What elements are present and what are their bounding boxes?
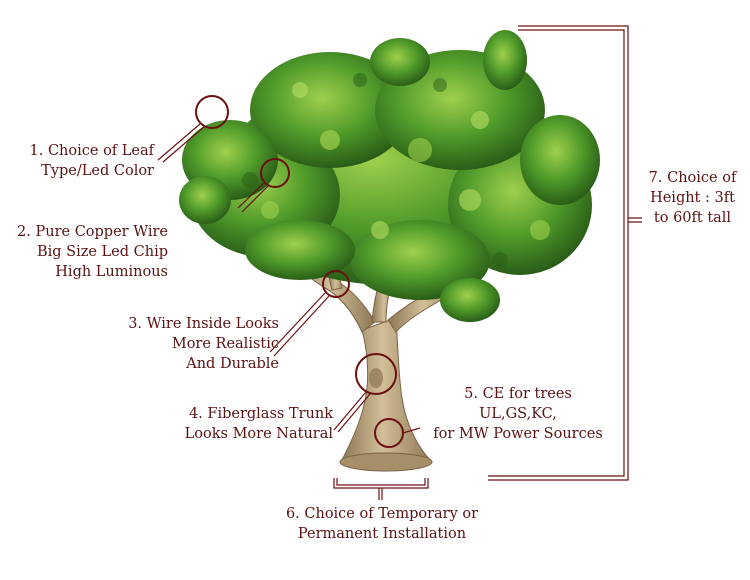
callout-wire-line1: 2. Pure Copper Wire xyxy=(17,224,168,240)
callout-ce-line1: 5. CE for trees xyxy=(464,386,572,402)
callout-ce-line2: UL,GS,KC, xyxy=(479,406,557,422)
height-bracket xyxy=(488,25,642,481)
marker-wire xyxy=(260,158,290,188)
leader-inside xyxy=(269,292,330,357)
trunk-knot xyxy=(369,368,383,388)
callout-inside-line1: 3. Wire Inside Looks xyxy=(128,316,279,332)
callout-fiberglass-trunk: 4. Fiberglass Trunk Looks More Natural xyxy=(155,404,333,444)
callout-leaf-line2: Type/Led Color xyxy=(41,163,154,179)
callout-installation: 6. Choice of Temporary or Permanent Inst… xyxy=(270,504,494,544)
callout-wire-inside: 3. Wire Inside Looks More Realistic And … xyxy=(115,314,279,374)
marker-trunk xyxy=(355,353,397,395)
marker-leaf xyxy=(195,95,229,129)
callout-install-line2: Permanent Installation xyxy=(297,526,467,542)
trunk-root xyxy=(339,452,433,472)
callout-height-line3: to 60ft tall xyxy=(653,210,732,226)
callout-trunk-line1: 4. Fiberglass Trunk xyxy=(188,406,333,422)
installation-bracket xyxy=(333,478,429,500)
callout-trunk-line2: Looks More Natural xyxy=(184,426,333,442)
callout-height: 7. Choice of Height : 3ft to 60ft tall xyxy=(640,168,745,228)
callout-height-line2: Height : 3ft xyxy=(650,190,735,206)
callout-inside-line3: And Durable xyxy=(186,356,279,372)
leader-wire xyxy=(237,182,269,213)
callout-ce-line3: for MW Power Sources xyxy=(433,426,603,442)
callout-leaf-line1: 1. Choice of Leaf xyxy=(29,143,154,159)
callout-inside-line2: More Realistic xyxy=(171,336,279,352)
leader-lines xyxy=(157,123,421,434)
callout-install-line1: 6. Choice of Temporary or xyxy=(285,506,479,522)
marker-inside xyxy=(322,270,350,298)
callout-wire-line3: High Luminous xyxy=(55,264,168,280)
leader-trunk xyxy=(333,391,371,433)
callout-wire-line2: Big Size Led Chip xyxy=(36,244,168,260)
callout-ce-certification: 5. CE for trees UL,GS,KC, for MW Power S… xyxy=(418,384,618,444)
tree-foliage xyxy=(179,30,600,322)
annotation-markers xyxy=(195,95,404,448)
callout-copper-wire: 2. Pure Copper Wire Big Size Led Chip Hi… xyxy=(10,222,168,282)
leader-ce xyxy=(402,427,421,434)
callout-leaf-type: 1. Choice of Leaf Type/Led Color xyxy=(10,141,154,181)
leader-leaf xyxy=(157,123,206,163)
callout-height-line1: 7. Choice of xyxy=(648,170,737,186)
